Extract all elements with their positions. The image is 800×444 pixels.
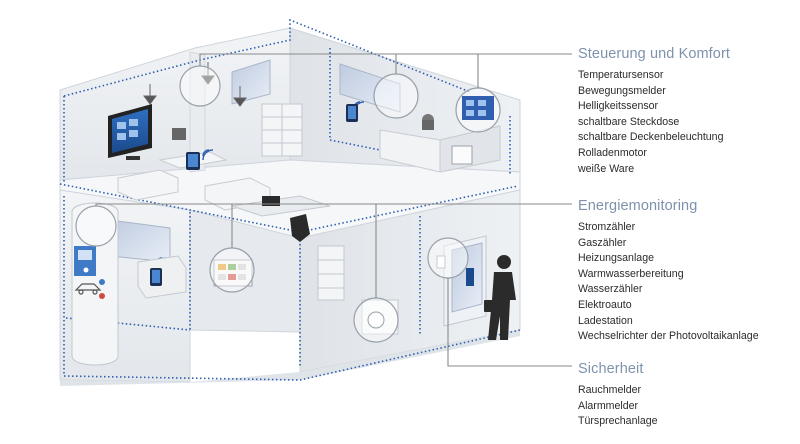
legend-section-energy: Energiemonitoring Stromzähler Gaszähler …	[578, 198, 793, 345]
list-item: Türsprechanlage	[578, 415, 658, 428]
windows	[109, 59, 401, 263]
list-item: Alarmmelder	[578, 399, 639, 412]
electric-car-icon	[74, 283, 102, 295]
tv-icon	[108, 104, 152, 160]
list-item: Rauchmelder	[578, 384, 642, 396]
door-intercom-icon	[436, 235, 487, 327]
tablet-icon	[186, 152, 200, 170]
meter-panel-icon	[213, 259, 253, 287]
legend-section-safety: Sicherheit Rauchmelder Alarmmelder Türsp…	[578, 361, 793, 430]
status-dots	[99, 279, 105, 299]
smoke-detector-icon	[367, 311, 385, 329]
list-item: Elektroauto	[578, 298, 632, 311]
list-item: Wasserzähler	[578, 283, 643, 296]
section-heading: Sicherheit	[578, 361, 644, 377]
list-item: Rolladenmotor	[578, 146, 647, 159]
shelf	[261, 103, 303, 157]
section-heading: Energiemonitoring	[578, 198, 698, 214]
list-item: Bewegungsmelder	[578, 84, 666, 97]
list-item: schaltbare Deckenbeleuchtung	[578, 131, 724, 144]
kitchen	[379, 114, 501, 173]
list-item: Wechselrichter der Photovoltaikanlage	[578, 330, 759, 343]
router-icon	[172, 128, 186, 140]
thermostat-display	[462, 96, 494, 120]
shelf-lower	[317, 245, 345, 301]
list-item: Stromzähler	[578, 221, 636, 233]
section-heading: Steuerung und Komfort	[578, 46, 731, 62]
legend-section-comfort: Steuerung und Komfort Temperatursensor B…	[578, 46, 793, 177]
desk	[231, 195, 331, 242]
lamp-icon	[143, 62, 247, 107]
list-item: weiße Ware	[578, 162, 635, 175]
list-item: Heizungsanlage	[578, 252, 654, 265]
lower-furniture	[137, 255, 187, 299]
list-item: Temperatursensor	[578, 69, 664, 81]
list-item: Helligkeitssensor	[578, 100, 659, 113]
list-item: Ladestation	[578, 314, 633, 327]
list-item: Warmwasserbereitung	[578, 267, 684, 280]
wall-tablet	[346, 104, 358, 122]
person-silhouette-icon	[484, 255, 516, 340]
callout-lines	[95, 53, 572, 367]
list-item: schaltbare Steckdose	[578, 115, 680, 128]
list-item: Gaszähler	[578, 236, 627, 249]
